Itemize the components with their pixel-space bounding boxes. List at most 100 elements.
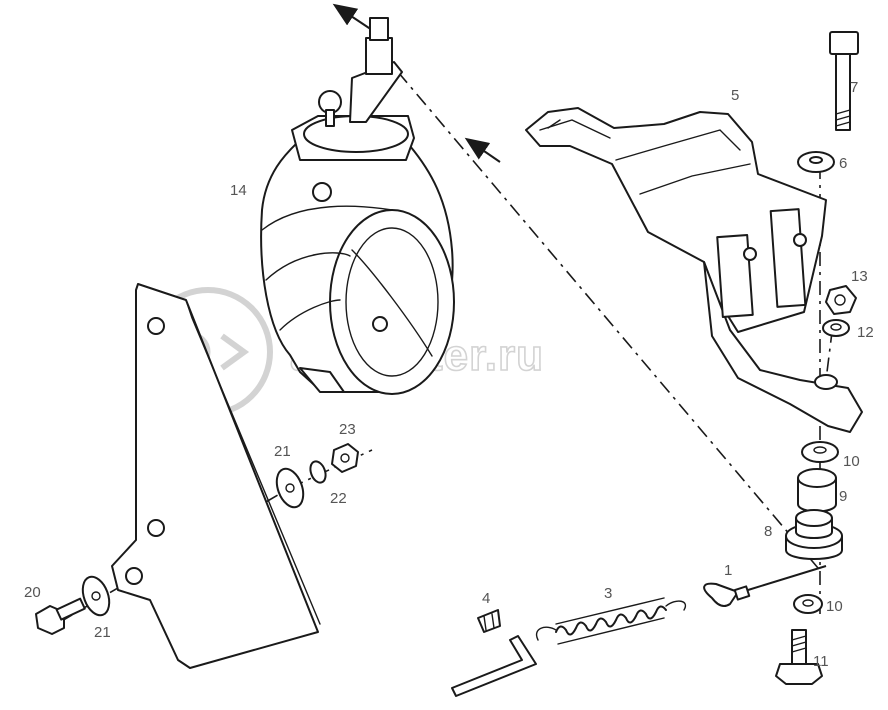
support-plate-body [111,283,319,669]
washer-21-upper-hole [285,483,295,493]
bolt-20-shank [55,597,86,621]
support-plate-flange [185,299,321,625]
part-20-bolt [35,597,86,635]
l-rod [451,635,537,697]
throttle-rib-2 [265,252,351,281]
throttle-lever-bolt-head [369,17,389,41]
throttle-boss-hole [312,182,332,202]
callouts: 1 3 4 5 6 7 8 9 10 10 11 12 13 14 20 21 … [24,79,874,670]
support-plate-hole-top [147,317,165,335]
callout-20: 20 [24,584,41,601]
callout-14: 14 [230,182,247,199]
spring-coils [555,605,667,636]
part-22-lock-washer [309,460,327,484]
part-9-bushing [797,468,837,513]
direction-arrow-middle-icon [464,137,501,163]
callout-7: 7 [850,79,858,96]
callout-8: 8 [764,523,772,540]
bracket-hole-1 [743,247,757,261]
part-3-spring [535,597,687,645]
part-11-bolt [775,629,823,685]
support-plate-hole-mid [147,519,165,537]
washer-21-upper [275,467,305,509]
washer-10-upper-hole [813,446,827,454]
part-12-lock-washer [822,319,850,337]
throttle-body-bore [329,209,455,395]
nut-13-hole [834,294,846,306]
nut-23 [331,443,359,473]
cable-wire [747,565,827,591]
throttle-rib-1 [261,205,393,231]
bolt-11-head [775,663,823,685]
part-7-long-bolt [829,31,859,131]
spring-outline [555,597,665,645]
washer-10-lower [793,594,823,614]
callout-3: 3 [604,585,612,602]
callout-23: 23 [339,421,356,438]
nut-13 [825,285,857,315]
part-23-nut [331,443,359,473]
part-14-throttle-body [260,17,455,395]
callout-4: 4 [482,590,490,607]
part-8-grommet [785,509,843,560]
nut-23-hole [340,453,350,463]
bracket-slot-left [716,234,754,318]
bolt-20-head [35,605,65,635]
throttle-rib-3 [279,299,341,331]
bracket-notch [547,119,561,129]
bracket-fold-line [615,129,741,161]
callout-13: 13 [851,268,868,285]
callout-1: 1 [724,562,732,579]
callout-10-upper: 10 [843,453,860,470]
callout-9: 9 [839,488,847,505]
spring-hook-left [535,626,557,641]
part-1-cable [703,565,827,607]
part-13-nut [825,285,857,315]
support-plate-hole-bottom [125,567,143,585]
washer-10-upper [801,441,839,463]
clip-4-ribs [483,613,495,631]
bracket-slot-right [769,208,807,308]
part-10-washer-lower [793,594,823,614]
part-21-washer-upper [275,467,305,509]
callout-21-upper: 21 [274,443,291,460]
washer-21-lower-hole [91,591,101,601]
callout-10-lower: 10 [826,598,843,615]
cable-eye [703,582,739,607]
long-bolt-thread [835,109,851,127]
watermark-arrow-icon [220,333,250,371]
throttle-lower-hole [372,316,388,332]
part-6-washer [797,151,835,173]
clip-4 [477,609,501,633]
bracket-hole-2 [793,233,807,247]
throttle-ball-stud-shank [325,109,335,127]
bolt-11-thread [791,635,807,653]
bolt-11-shank [791,629,807,665]
washer-10-lower-hole [802,599,814,607]
callout-11: 11 [813,653,829,670]
washer-6-hole [809,156,823,164]
bushing-9-top [797,468,837,488]
long-bolt-head [829,31,859,55]
cable-ferrule [733,585,751,601]
direction-arrow-top-icon [332,3,373,31]
spring-hook-right [665,600,687,611]
callout-22: 22 [330,490,347,507]
part-4-clip [477,609,501,633]
l-rod-body [451,635,537,697]
support-plate [111,283,321,669]
lock-washer-12 [822,319,850,337]
assembly-line-washer-nut [289,449,373,489]
throttle-outlet [299,367,345,393]
callout-5: 5 [731,87,739,104]
lock-washer-22 [309,460,327,484]
throttle-plate-edge [351,249,433,357]
bracket-rib [639,163,751,195]
throttle-body-bore-inner [345,227,439,377]
throttle-lever-nut [365,37,393,75]
callout-21-lower: 21 [94,624,111,641]
grommet-8-top [795,509,833,527]
callout-6: 6 [839,155,847,172]
